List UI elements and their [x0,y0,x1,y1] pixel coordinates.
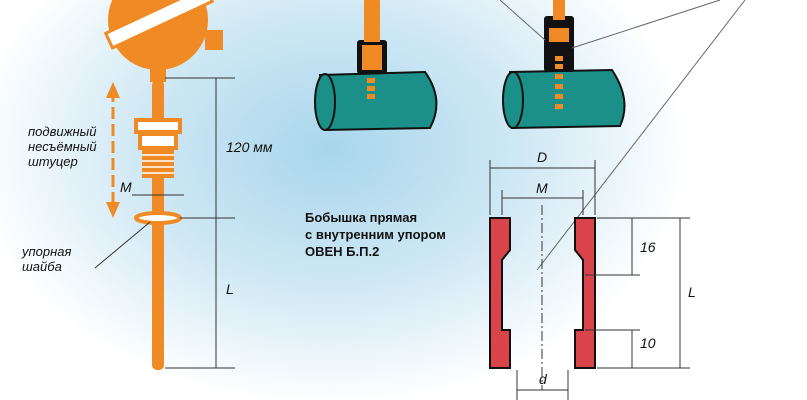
dim-L-label: L [688,284,696,300]
boss-title-line: ОВЕН Б.П.2 [305,244,380,259]
length-L-label: L [226,281,234,297]
fitting-label-line: подвижный [28,124,97,139]
fitting-label: подвижный несъёмный штуцер [28,124,97,169]
dim-d-label: d [539,371,547,387]
length-120-label: 120 мм [226,139,273,155]
sensor-head [103,0,223,82]
boss-title-line: Бобышка прямая [305,210,418,225]
boss-title-line: с внутренним упором [305,227,446,242]
sensor-dimensions [94,77,235,369]
motion-arrow [106,82,120,218]
sensor-probe [134,80,182,370]
leader-lines [499,0,746,271]
fitting-label-line: штуцер [28,154,78,169]
boss-dimensions [489,160,690,400]
dim-16-label: 16 [640,239,656,255]
dim-D-label: D [537,149,548,165]
boss-title: Бобышка прямая с внутренним упором ОВЕН … [305,209,446,260]
boss-section [489,205,596,390]
thread-label: M [120,179,132,195]
dim-M-label: M [536,180,548,196]
washer-label-line: шайба [22,259,62,274]
dim-10-label: 10 [640,335,656,351]
fitting-label-line: несъёмный [28,139,97,154]
washer-label: упорная шайба [22,244,71,274]
pipe-1 [314,0,438,132]
pipe-2 [502,0,626,130]
washer-label-line: упорная [22,244,72,259]
